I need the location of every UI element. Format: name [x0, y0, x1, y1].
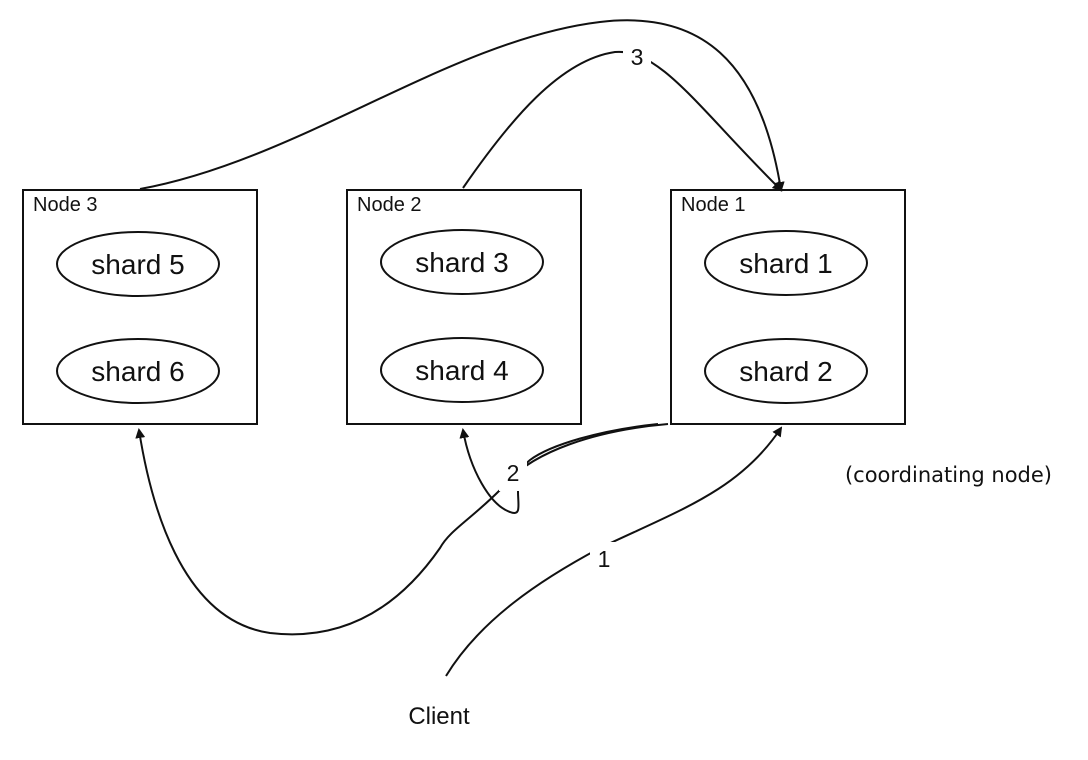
step-1-label: 1 [598, 546, 611, 572]
step-2-arrow-node2 [459, 423, 659, 515]
step-1-label-bg [590, 542, 618, 576]
shard-3-label: shard 3 [415, 247, 508, 278]
node-1: Node 1 shard 1 shard 2 [670, 189, 906, 425]
shard-5-ellipse [56, 231, 220, 297]
shard-2-ellipse [704, 338, 868, 404]
step-3-arrow-node2 [462, 50, 783, 192]
step-3-arrow-node3 [139, 19, 785, 192]
shard-1-ellipse [704, 230, 868, 296]
step-2-label: 2 [507, 460, 520, 486]
client-label: Client [408, 703, 470, 730]
shard-4-ellipse [380, 337, 544, 403]
step-3-label-bg [623, 40, 651, 74]
shard-6-label: shard 6 [91, 356, 184, 387]
step-3-label: 3 [631, 44, 644, 70]
shard-1-label: shard 1 [739, 248, 832, 279]
node-2: Node 2 shard 3 shard 4 [346, 189, 582, 425]
shard-3-ellipse [380, 229, 544, 295]
shard-2-label: shard 2 [739, 356, 832, 387]
shard-5-label: shard 5 [91, 249, 184, 280]
coordinating-node-note: (coordinating node) [845, 463, 1052, 487]
node-3: Node 3 shard 5 shard 6 [22, 189, 258, 425]
node-3-label: Node 3 [33, 194, 98, 216]
node-2-label: Node 2 [357, 194, 422, 216]
step-2-arrow-node3 [135, 423, 669, 636]
step-2-label-bg [499, 457, 527, 491]
shard-6-ellipse [56, 338, 220, 404]
shard-4-label: shard 4 [415, 355, 508, 386]
node-1-label: Node 1 [681, 194, 746, 216]
